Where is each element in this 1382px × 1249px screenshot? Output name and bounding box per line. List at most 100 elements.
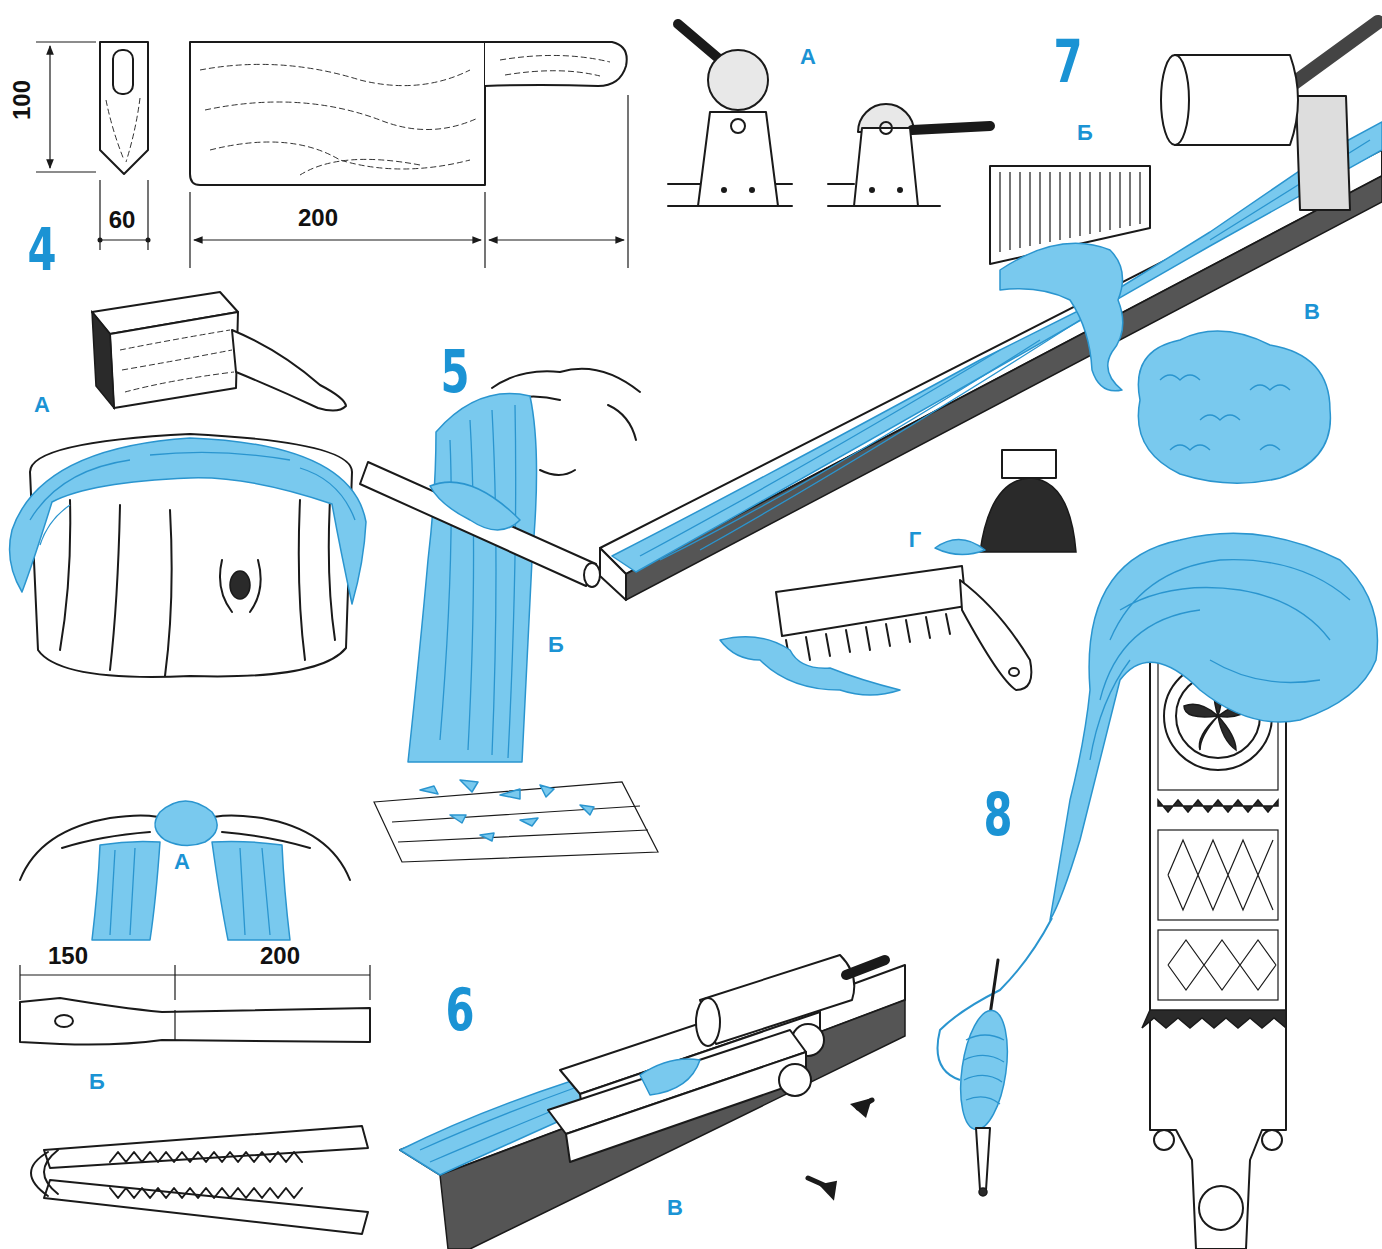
brush-sketch bbox=[720, 450, 1076, 695]
figure-number: 6 bbox=[445, 981, 474, 1039]
brush-sketch-part bbox=[960, 580, 1031, 690]
figure-number: 4 bbox=[27, 221, 56, 279]
dimension-value: 200 bbox=[260, 944, 300, 968]
distaff-sketch-part bbox=[1158, 930, 1278, 1000]
clamp-board-part bbox=[815, 1175, 841, 1201]
clamp-board-part bbox=[808, 1178, 826, 1186]
beater-drawing-part bbox=[113, 50, 133, 94]
clamp-board-part bbox=[700, 955, 854, 1044]
paddle-sketch bbox=[92, 292, 346, 411]
dimension-value: 200 bbox=[298, 206, 338, 230]
beater-drawing-part bbox=[200, 55, 610, 175]
hands-sketch-part bbox=[92, 841, 160, 940]
distaff-sketch-part bbox=[964, 1035, 1004, 1104]
clamp-board bbox=[400, 955, 905, 1249]
dimension-lines-part bbox=[36, 41, 96, 42]
combing-board bbox=[600, 22, 1382, 600]
dimension-value: 150 bbox=[48, 944, 88, 968]
dimension-lines bbox=[36, 42, 628, 268]
hands-sketch-part bbox=[212, 841, 290, 940]
stump-sketch-part bbox=[60, 500, 335, 676]
beater-drawing bbox=[100, 42, 627, 185]
stump-sketch-part bbox=[230, 571, 250, 599]
part-letter: Б bbox=[548, 634, 564, 656]
distaff-sketch-part bbox=[1158, 800, 1278, 812]
distaff-sketch-part bbox=[1262, 1130, 1282, 1150]
stump-sketch-part bbox=[30, 452, 355, 545]
brush-sketch-part bbox=[776, 566, 966, 636]
distaff-sketch-part bbox=[1090, 560, 1350, 760]
dimension-value: 100 bbox=[10, 80, 34, 120]
rod-combing-sketch bbox=[360, 369, 658, 862]
winder-detail-part bbox=[776, 183, 792, 185]
clamp-board-part bbox=[696, 998, 720, 1046]
distaff-sketch bbox=[938, 533, 1378, 1249]
figure-number: 5 bbox=[440, 343, 469, 401]
winder-detail-part bbox=[721, 187, 727, 193]
stump-sketch-part bbox=[10, 438, 366, 604]
tongs-drawing-part bbox=[44, 1180, 368, 1234]
winder-detail-part bbox=[880, 122, 892, 134]
winder-detail-part bbox=[749, 187, 755, 193]
tongs-drawing-part bbox=[110, 1188, 302, 1198]
distaff-sketch-part bbox=[1168, 840, 1273, 910]
part-letter: Б bbox=[1077, 122, 1093, 144]
card-handle-drawing-part bbox=[20, 974, 370, 975]
paddle-sketch-part bbox=[232, 330, 346, 411]
card-handle-drawing bbox=[20, 965, 370, 1045]
part-letter: Б bbox=[89, 1071, 105, 1093]
dimension-lines-part bbox=[484, 192, 485, 268]
stump-sketch-part bbox=[220, 560, 261, 612]
tongs-drawing-part bbox=[44, 1126, 368, 1168]
dimension-lines-part bbox=[146, 238, 151, 243]
stump-sketch bbox=[10, 434, 366, 677]
distaff-sketch-part bbox=[1142, 1010, 1286, 1028]
combing-board-part bbox=[1000, 172, 1140, 252]
clamp-board-part bbox=[566, 1052, 806, 1162]
winder-detail-part bbox=[828, 183, 854, 185]
clamp-board-part bbox=[846, 960, 885, 975]
card-handle-drawing-part bbox=[20, 998, 370, 1045]
part-letter: Г bbox=[909, 529, 921, 551]
combing-board-part bbox=[1138, 331, 1330, 483]
beater-drawing-part bbox=[100, 42, 148, 174]
tongs-drawing-part bbox=[110, 1152, 302, 1162]
dimension-lines-part bbox=[189, 192, 190, 268]
hands-sketch bbox=[20, 801, 350, 940]
dimension-lines-part bbox=[489, 239, 624, 240]
combing-board-part bbox=[1000, 243, 1123, 391]
winder-detail bbox=[668, 24, 990, 206]
dimension-lines-part bbox=[627, 95, 628, 268]
brush-sketch-part bbox=[1009, 668, 1019, 676]
tongs-drawing bbox=[31, 1126, 368, 1234]
winder-detail-part bbox=[708, 50, 768, 110]
clamp-board-part bbox=[640, 1059, 700, 1095]
card-handle-drawing-part bbox=[55, 1015, 73, 1027]
hands-sketch-part bbox=[110, 848, 270, 935]
dimension-lines-part bbox=[100, 239, 148, 240]
brush-sketch-part bbox=[1002, 450, 1056, 478]
combing-board-part bbox=[1290, 22, 1378, 86]
paddle-sketch-part bbox=[92, 312, 114, 408]
clamp-board-part bbox=[850, 1098, 872, 1118]
paddle-sketch-part bbox=[120, 330, 234, 392]
figure-number: 7 bbox=[1053, 33, 1082, 91]
winder-detail-part bbox=[731, 119, 745, 133]
tongs-drawing-part bbox=[31, 1150, 58, 1196]
rod-combing-sketch-part bbox=[430, 482, 520, 530]
distaff-sketch-part bbox=[1154, 1130, 1174, 1150]
clamp-board-part bbox=[779, 1064, 811, 1096]
combing-board-part bbox=[612, 122, 1382, 572]
card-handle-drawing-part bbox=[174, 1010, 175, 1041]
combing-board-part bbox=[640, 140, 1370, 560]
rod-combing-sketch-part bbox=[360, 462, 596, 586]
dimension-value: 60 bbox=[109, 208, 136, 232]
winder-detail-part bbox=[869, 187, 875, 193]
rod-combing-sketch-part bbox=[440, 405, 516, 758]
rod-combing-sketch-part bbox=[392, 806, 648, 842]
winder-detail-part bbox=[828, 205, 940, 207]
hands-sketch-part bbox=[155, 801, 217, 846]
brush-sketch-part bbox=[980, 478, 1076, 552]
